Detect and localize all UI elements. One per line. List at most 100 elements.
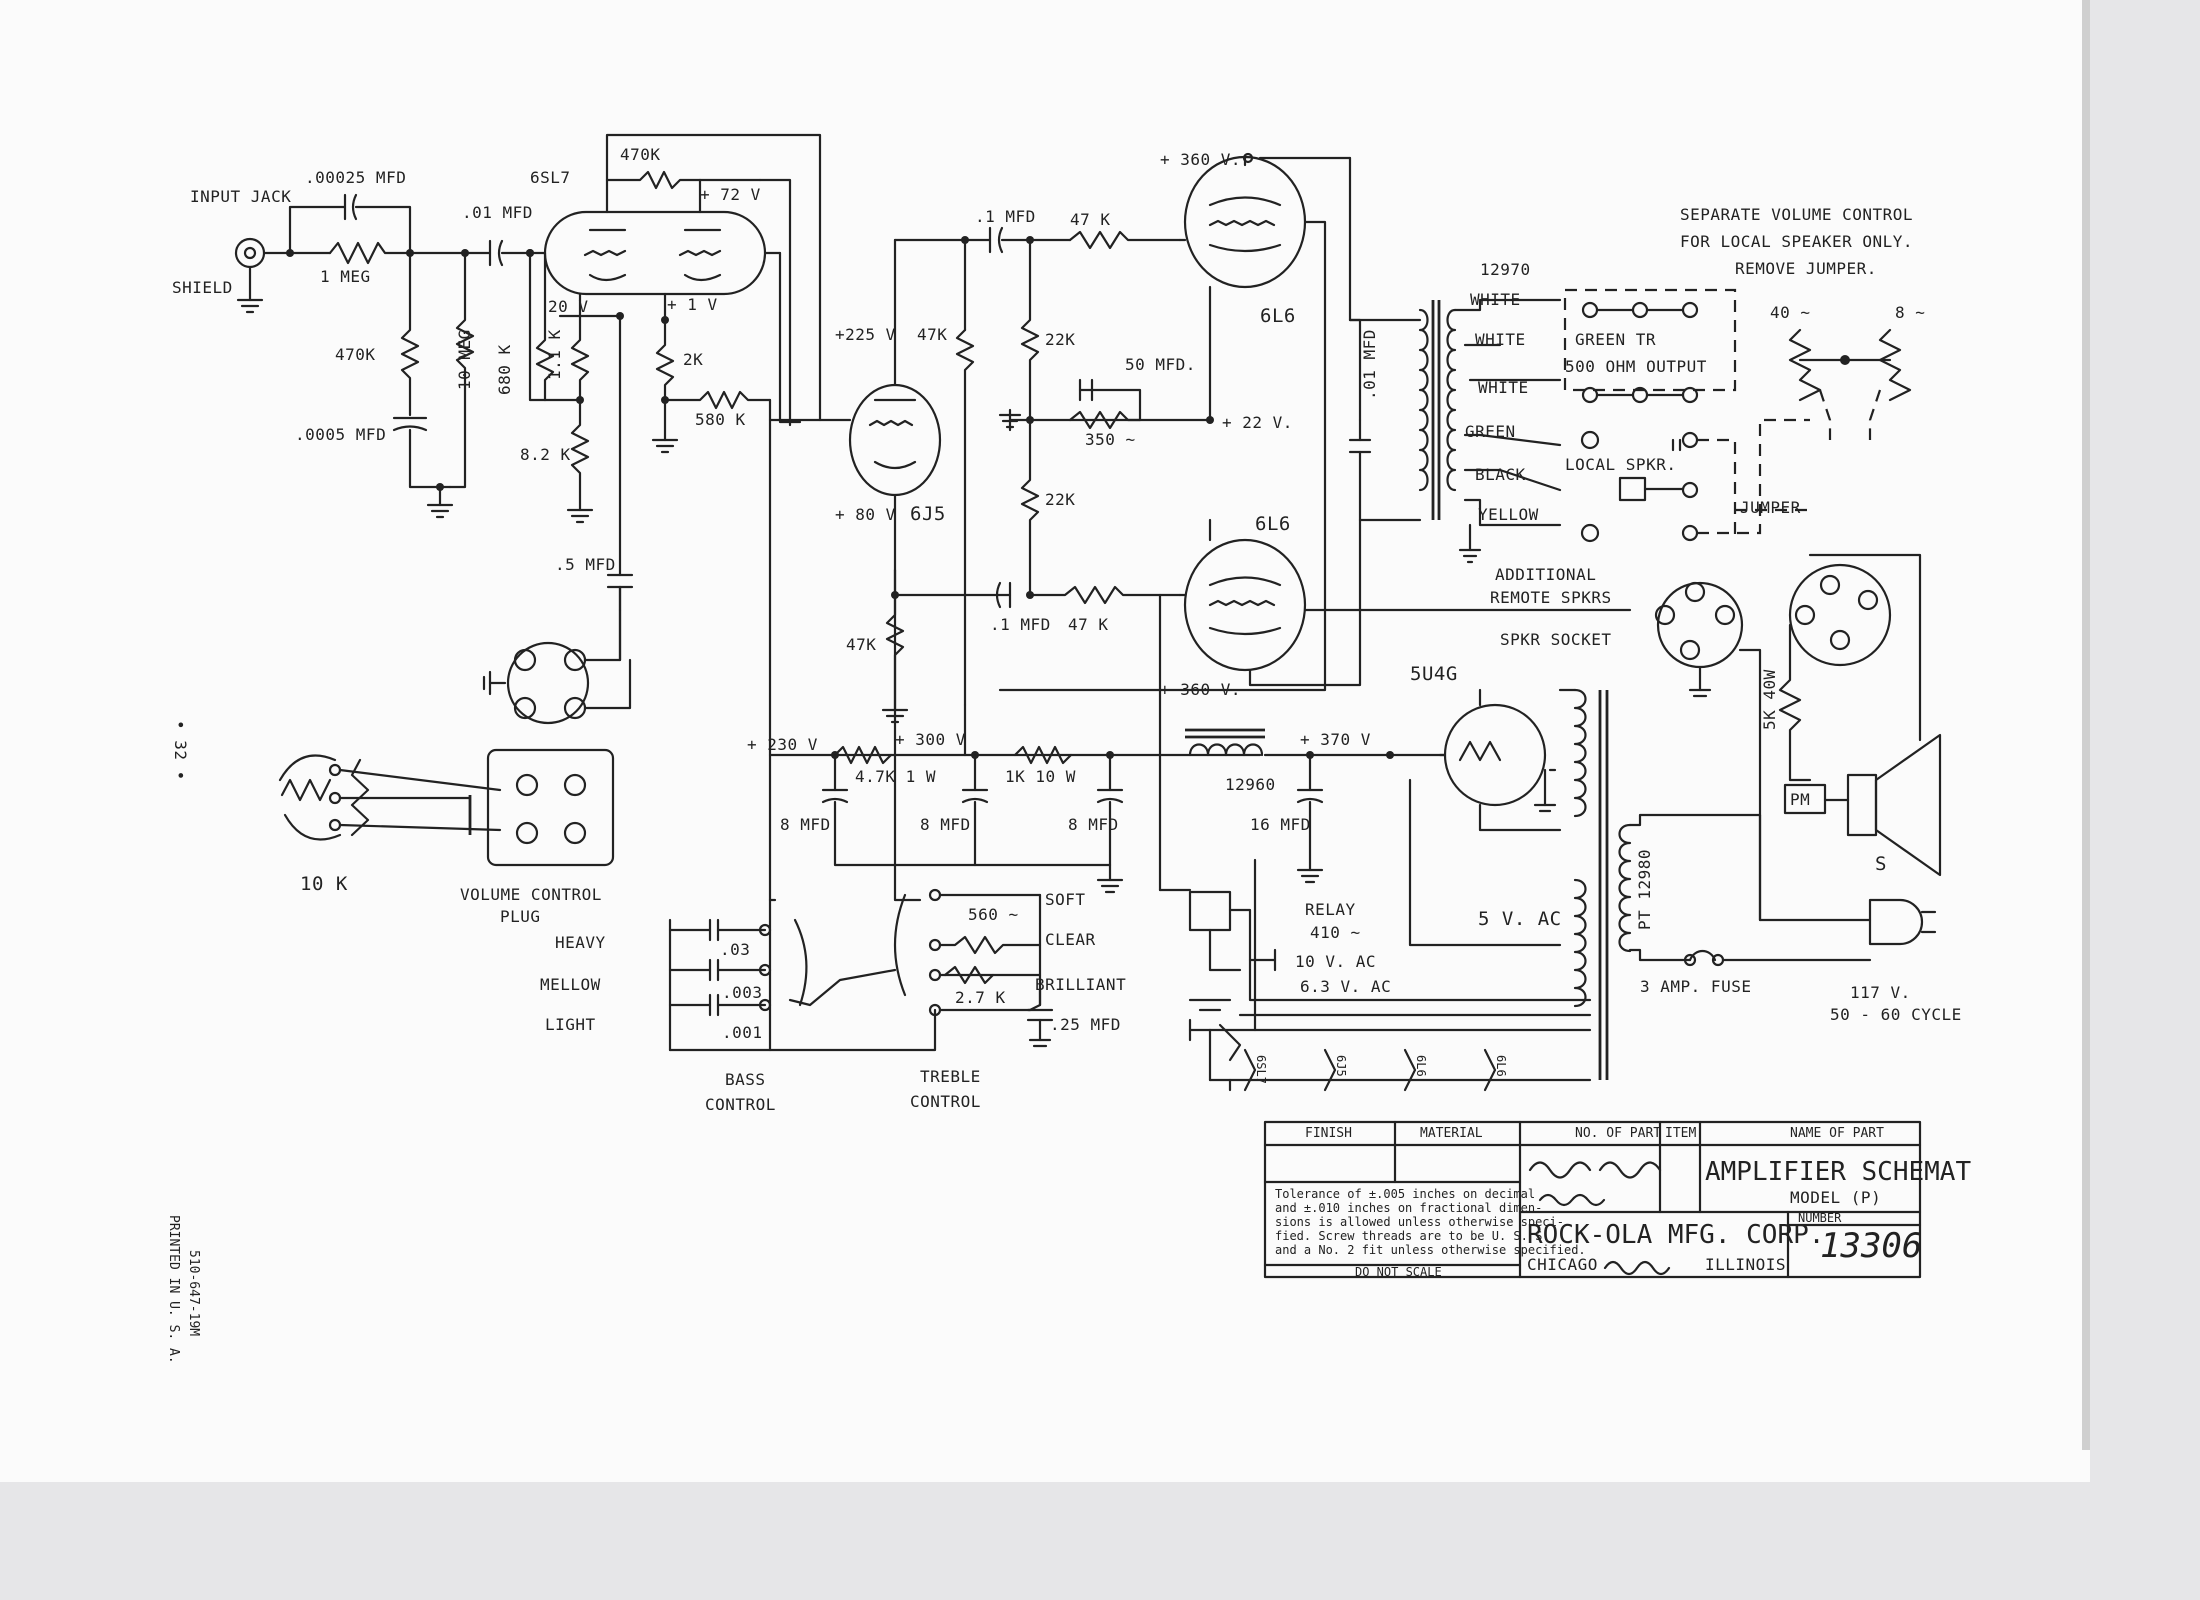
tube-6l6-top-label: 6L6 — [1260, 305, 1296, 327]
relay-label: RELAY — [1305, 900, 1356, 919]
input-section: INPUT JACK SHIELD .00025 MFD 1 MEG 470K … — [172, 168, 547, 519]
tb-tol1: Tolerance of ±.005 inches on decimal — [1275, 1187, 1535, 1201]
tb-company: ROCK-OLA MFG. CORP. — [1527, 1220, 1824, 1250]
resistor-1meg-label: 1 MEG — [320, 267, 371, 286]
additional-label: ADDITIONAL — [1495, 565, 1596, 584]
rect-5u4g-label: 5U4G — [1410, 663, 1458, 685]
tb-title: AMPLIFIER SCHEMAT — [1705, 1157, 1971, 1187]
relay-heaters: 6SL7 6J5 6L6 6L6 — [1158, 593, 1592, 1092]
resistor-470k-label: 470K — [335, 345, 376, 364]
tb-model: MODEL (P) — [1790, 1188, 1881, 1207]
c-16mfd-label: 16 MFD — [1250, 815, 1311, 834]
speaker-section: SEPARATE VOLUME CONTROL FOR LOCAL SPEAKE… — [1654, 205, 1942, 946]
c-8mfd-c-label: 8 MFD — [1068, 815, 1119, 834]
tb-tol5: and a No. 2 fit unless otherwise specifi… — [1275, 1243, 1586, 1257]
c-03-label: .03 — [720, 940, 750, 959]
c-1mfd-top-label: .1 MFD — [975, 207, 1036, 226]
c-25-label: .25 MFD — [1050, 1015, 1121, 1034]
ohm500-output-label: 500 OHM OUTPUT — [1565, 357, 1707, 376]
white3-label: WHITE — [1478, 378, 1529, 397]
v-10ac-label: 10 V. AC — [1295, 952, 1376, 971]
tube-6l6-bot-label: 6L6 — [1255, 513, 1291, 535]
relay-coil — [1188, 890, 1232, 932]
margin-text: • 32 • PRINTED IN U. S. A. 510-647-19M — [166, 720, 201, 1364]
tb-item: ITEM — [1665, 1126, 1696, 1141]
scanner-bed-right — [2090, 0, 2200, 1600]
scanner-bed-bottom — [0, 1482, 2200, 1600]
v-63ac-label: 6.3 V. AC — [1300, 977, 1391, 996]
heater-6sl7-label: 6SL7 — [1254, 1055, 1268, 1084]
spkr-socket-label: SPKR SOCKET — [1500, 630, 1611, 649]
v-300-label: + 300 V — [895, 730, 966, 749]
note-line1: SEPARATE VOLUME CONTROL — [1680, 205, 1913, 224]
r-350-label: 350 ~ — [1085, 430, 1136, 449]
bass-control-label: CONTROL — [705, 1095, 776, 1114]
yellow-label: YELLOW — [1478, 505, 1539, 524]
r-22k-low-label: 22K — [1045, 490, 1075, 509]
soft-label: SOFT — [1045, 890, 1086, 909]
pm-label: PM — [1790, 790, 1810, 809]
tube-6l6-top: + 360 V. 6L6 — [998, 150, 1352, 692]
tb-name-part: NAME OF PART — [1790, 1126, 1884, 1141]
heater-6j5-label: 6J5 — [1334, 1055, 1348, 1077]
tb-no-part: NO. OF PART — [1575, 1126, 1661, 1141]
r-680k-label: 680 K — [495, 344, 514, 395]
r-27k-label: 2.7 K — [955, 988, 1006, 1007]
r-47k-6j5-low-label: 47K — [846, 635, 876, 654]
cap-01-label: .01 MFD — [462, 203, 533, 222]
cap-0005-label: .0005 MFD — [295, 425, 386, 444]
signature-drawn — [1528, 1161, 1662, 1179]
white2-label: WHITE — [1475, 330, 1526, 349]
shield-label: SHIELD — [172, 278, 233, 297]
rect-5u4g-tube — [1443, 703, 1547, 807]
r-22k-top-label: 22K — [1045, 330, 1075, 349]
r-47k-low-label: 47 K — [1068, 615, 1109, 634]
v-6l6-top-label: + 360 V. — [1160, 150, 1241, 169]
bass-label: BASS — [725, 1070, 766, 1089]
c-50mfd-label: 50 MFD. — [1125, 355, 1196, 374]
tb-no-scale: DO NOT SCALE — [1355, 1265, 1442, 1279]
jumper-label: JUMPER — [1740, 498, 1801, 517]
brilliant-label: BRILLIANT — [1035, 975, 1126, 994]
title-block: FINISH MATERIAL NO. OF PART ITEM NAME OF… — [1263, 1120, 1971, 1279]
speaker-mark: S — [1875, 853, 1887, 875]
ohm-40-label: 40 ~ — [1770, 303, 1811, 322]
v-22-label: + 22 V. — [1222, 413, 1293, 432]
tb-number-label: NUMBER — [1798, 1211, 1842, 1225]
power-supply: + 230 V + 300 V + 370 V 4.7K 1 W 1K 10 W… — [747, 663, 1961, 1080]
v-plate-72-label: + 72 V — [700, 185, 761, 204]
note-line3: REMOVE JUMPER. — [1735, 259, 1877, 278]
c-5mfd-label: .5 MFD — [555, 555, 616, 574]
tube-6j5-label: 6J5 — [910, 503, 946, 525]
mellow-label: MELLOW — [540, 975, 601, 994]
speaker-plug — [1788, 563, 1892, 667]
v-grid-20-label: 20 V — [548, 297, 589, 316]
vol-control-label: VOLUME CONTROL — [460, 885, 602, 904]
black-label: BLACK — [1475, 465, 1526, 484]
note-line2: FOR LOCAL SPEAKER ONLY. — [1680, 232, 1913, 251]
clear-label: CLEAR — [1045, 930, 1096, 949]
local-spkr-label: LOCAL SPKR. — [1565, 455, 1676, 474]
output-transformer: 12970 .01 MFD WHITE WHITE WHITE GREEN BL… — [1348, 260, 1810, 649]
white1-label: WHITE — [1470, 290, 1521, 309]
r-580k-label: 580 K — [695, 410, 746, 429]
r-1k10w-label: 1K 10 W — [1005, 767, 1076, 786]
heater-6l6a-label: 6L6 — [1414, 1055, 1428, 1077]
printed-in-usa: PRINTED IN U. S. A. — [166, 1215, 181, 1364]
relay-r-label: 410 ~ — [1310, 923, 1361, 942]
treble-label: TREBLE — [920, 1067, 981, 1086]
green-label: GREEN — [1465, 422, 1516, 441]
tone-controls: 10 K VOLUME CONTROL PLUG HEAVY MELLOW LI… — [278, 568, 1126, 1114]
c-1mfd-low-label: .1 MFD — [990, 615, 1051, 634]
light-label: LIGHT — [545, 1015, 596, 1034]
form-code: 510-647-19M — [186, 1250, 201, 1336]
tube-6j5: +225 V 47K + 80 V 6J5 47K — [818, 236, 1012, 724]
page-edge-right — [2082, 0, 2090, 1450]
v-6j5-cathode-label: + 80 V — [835, 505, 896, 524]
fuse-label: 3 AMP. FUSE — [1640, 977, 1751, 996]
heater-6l6b-label: 6L6 — [1494, 1055, 1508, 1077]
ohm-8-label: 8 ~ — [1895, 303, 1925, 322]
v-5ac-label: 5 V. AC — [1478, 908, 1562, 930]
page-number: • 32 • — [171, 720, 190, 781]
